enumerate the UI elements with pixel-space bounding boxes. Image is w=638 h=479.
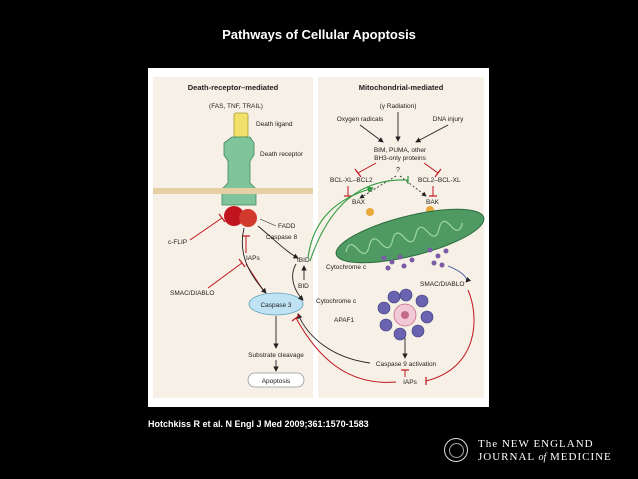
bim-inhibit-bar-right (434, 168, 442, 178)
mitochondrion (335, 208, 485, 264)
journal-logo: The NEW ENGLAND JOURNAL of MEDICINE (444, 438, 634, 468)
journal-name-line2: JOURNAL of MEDICINE (478, 451, 612, 463)
death-receptor-label: Death receptor (260, 151, 304, 158)
casp8-to-tbid-arrow (257, 225, 299, 259)
header-mitochondrial: Mitochondrial-mediated (359, 83, 444, 92)
bax-label: BAX (352, 199, 366, 206)
apoptosis-box (247, 372, 305, 388)
smac-inhibit-bar (238, 258, 246, 268)
dna-arrow (415, 124, 449, 143)
bcl-left-label: BCL-XL–BCL2 (330, 177, 373, 184)
cflip-inhibit-line (189, 217, 223, 241)
apaf1-label: APAF1 (334, 317, 354, 324)
smac-left-label: SMAC/DIABLO (170, 290, 214, 297)
tbid-label: tBID (297, 257, 310, 264)
cell-membrane (153, 188, 313, 194)
dotted-arrow-bax (359, 175, 397, 199)
bim-inhibit-bcl-right (423, 162, 439, 174)
fadd-shape (224, 206, 244, 226)
question-mark: ? (396, 167, 400, 174)
tbid-to-bax-green (307, 186, 375, 259)
cytochrome-c-dots (381, 247, 449, 271)
diagram-canvas: Death-receptor–mediated Mitochondrial-me… (153, 77, 485, 398)
smac-right-label: SMAC/DIABLO (420, 281, 464, 288)
dna-injury-label: DNA injury (433, 116, 464, 123)
smac-release-arrow (447, 265, 472, 283)
apoptosome (377, 288, 434, 341)
tbid-to-casp3-arrow (292, 263, 304, 301)
death-ligand-label: Death ligand (256, 121, 293, 128)
bcl-right-label: BCL2–BCL-XL (418, 177, 461, 184)
apoptosis-diagram: Death-receptor–mediated Mitochondrial-me… (148, 68, 489, 407)
journal-name-medicine: MEDICINE (550, 451, 612, 463)
oxygen-radicals-label: Oxygen radicals (337, 116, 384, 123)
caspase3-label: Caspase 3 (260, 302, 291, 309)
iaps-left-label: IAPs (246, 255, 260, 262)
bid-label: BID (298, 283, 309, 290)
journal-name-line1: The NEW ENGLAND (478, 438, 594, 450)
header-death-receptor: Death-receptor–mediated (188, 83, 279, 92)
fadd-label: FADD (278, 223, 296, 230)
citation: Hotchkiss R et al. N Engl J Med 2009;361… (148, 419, 369, 429)
death-ligand-shape (233, 112, 249, 138)
bim-label-1: BIM, PUMA, other (374, 147, 427, 154)
iaps-inhibit-casp3 (295, 317, 397, 383)
bim-inhibit-bcl-left (357, 162, 377, 174)
journal-seal-icon (444, 438, 468, 462)
casp8-to-casp3-arrow (241, 227, 267, 294)
bim-inhibit-bar-left (354, 168, 362, 178)
iaps-bottom-label: IAPs (403, 379, 417, 386)
apoptosis-label: Apoptosis (262, 378, 291, 385)
casp9-to-casp3-arrow (297, 313, 371, 364)
cytochrome-mito-label: Cytochrome c (326, 264, 367, 271)
slide-title: Pathways of Cellular Apoptosis (222, 27, 416, 42)
tbid-to-bcl-green (309, 179, 409, 262)
oxygen-arrow (359, 124, 384, 143)
bak-label: BAK (426, 199, 440, 206)
cflip-label: c-FLIP (168, 239, 187, 246)
caspase9-label: Caspase 9 activation (376, 361, 437, 368)
substrate-label: Substrate cleavage (248, 352, 304, 359)
radiation-label: (γ Radiation) (380, 103, 417, 110)
caspase8-shape (239, 209, 257, 227)
cytochrome-apaf-label: Cytochrome c (316, 298, 357, 305)
death-receptor-section (153, 77, 313, 398)
caspase8-label: Caspase 8 (266, 234, 297, 241)
journal-name-of: of (538, 452, 547, 463)
smac-inhibit-iaps (207, 262, 243, 289)
fadd-pointer (259, 218, 277, 227)
ligands-label: (FAS, TNF, TRAIL) (209, 103, 263, 110)
dotted-arrow-bak (399, 175, 427, 197)
bax-pore (366, 208, 374, 216)
caspase3-shape (248, 292, 304, 316)
smac-inhibit-iaps-bottom (425, 289, 475, 382)
bim-label-2: BH3-only proteins (374, 155, 426, 162)
journal-name-journal: JOURNAL (478, 451, 535, 463)
cflip-inhibit-bar (218, 213, 226, 223)
iaps-inhibit-casp3-bar (291, 314, 301, 322)
